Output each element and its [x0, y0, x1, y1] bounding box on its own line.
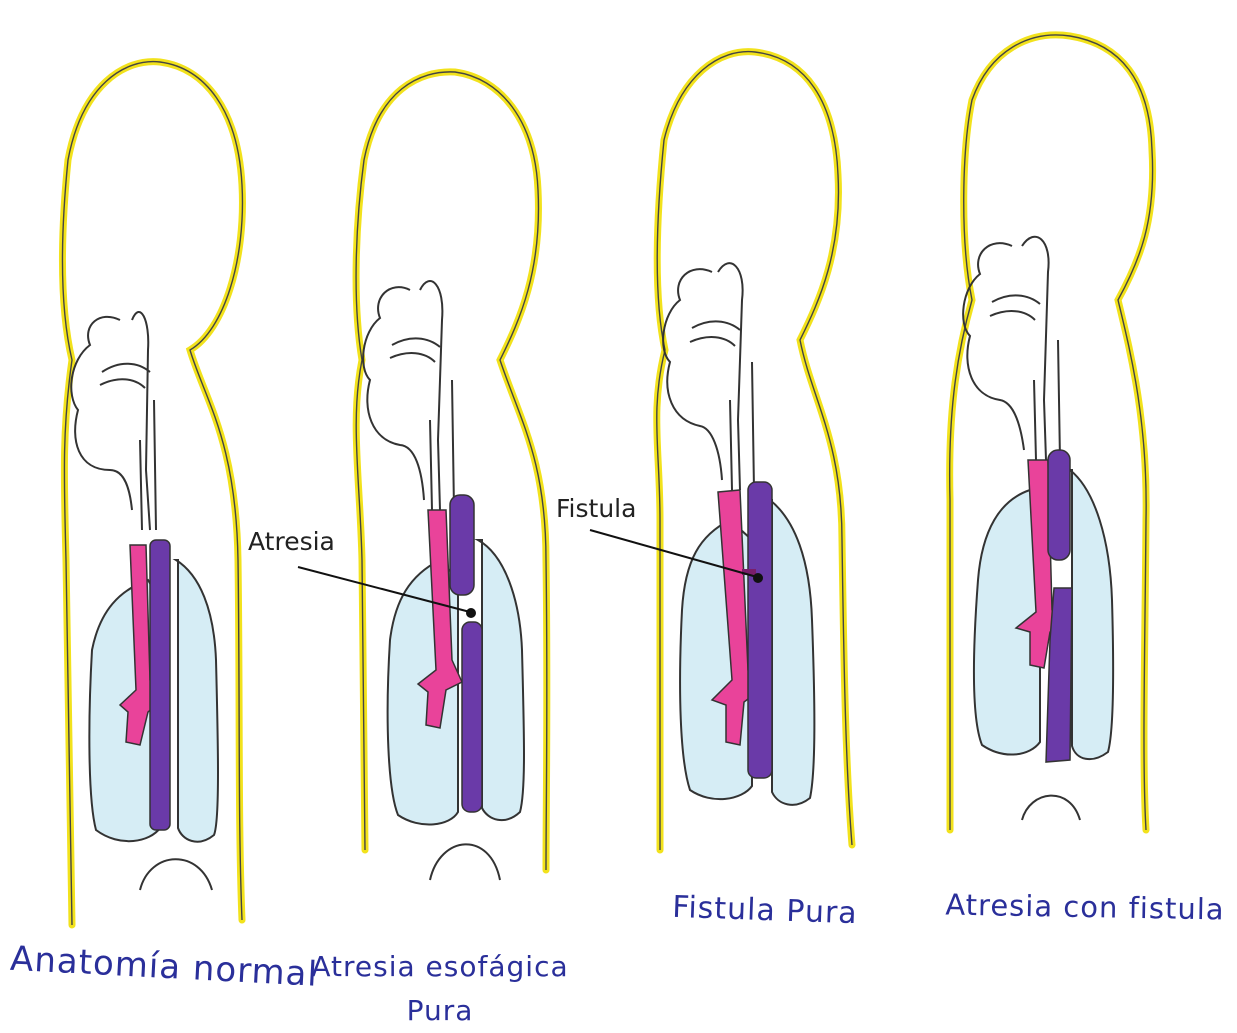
right-lung [176, 560, 218, 842]
right-lung [1070, 470, 1113, 759]
fistula-label: Fistula [556, 494, 636, 523]
caption-fistula: Fistula Pura [664, 890, 865, 932]
diaphragm [430, 844, 500, 880]
panel-fistula [657, 52, 852, 850]
panel-normal-anatomy [63, 62, 243, 925]
pharynx [1022, 237, 1060, 460]
caption-atresia: Atresia esofágica Pura [310, 945, 570, 1033]
face-nose-mouth [663, 269, 740, 480]
esophagus [150, 540, 170, 830]
atresia-marker-dot [466, 608, 476, 618]
face-nose-mouth [363, 287, 440, 500]
diaphragm [140, 859, 212, 890]
esophagus-upper-pouch [1048, 450, 1070, 560]
pharynx [132, 312, 156, 530]
face-nose-mouth [963, 243, 1040, 450]
esophagus [748, 482, 772, 778]
caption-atresia-fistula: Atresia con fistula [945, 888, 1226, 927]
esophagus-upper-pouch [450, 495, 474, 595]
diaphragm [1022, 796, 1080, 820]
esophagus-lower-segment [462, 622, 482, 812]
panel-atresia [356, 72, 547, 880]
pharynx [420, 281, 454, 510]
atresia-label: Atresia [248, 527, 335, 556]
face-nose-mouth [71, 317, 150, 510]
panel-atresia-fistula [950, 35, 1153, 830]
pharynx [718, 263, 754, 490]
right-lung [770, 500, 814, 805]
fistula-marker-dot [753, 573, 763, 583]
right-lung [478, 540, 524, 820]
